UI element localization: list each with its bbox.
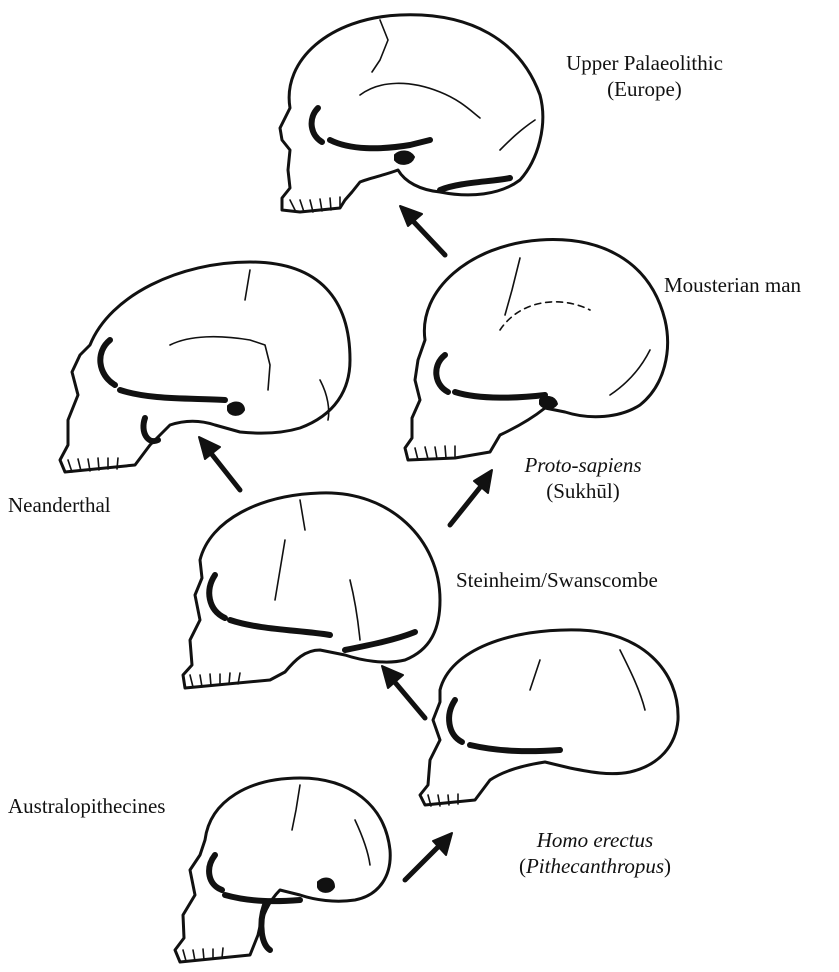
mousterian-label: Mousterian man (664, 272, 801, 298)
upper-palaeolithic-label: Upper Palaeolithic (Europe) (552, 50, 737, 102)
homo-erectus-label: Homo erectus (Pithecanthropus) (515, 827, 675, 879)
upper-palaeolithic-skull (280, 15, 543, 212)
mousterian-skull (405, 240, 668, 460)
proto-sapiens-label: Proto-sapiens (Sukhūl) (508, 452, 658, 504)
arrow-to-homo-erectus (405, 833, 452, 880)
proto-sapiens-line2: (Sukhūl) (508, 478, 658, 504)
neanderthal-label: Neanderthal (8, 492, 111, 518)
homo-erectus-paren-open: ( (519, 854, 526, 878)
steinheim-label: Steinheim/Swanscombe (456, 567, 658, 593)
australopithecines-label: Australopithecines (8, 793, 165, 819)
steinheim-skull (183, 493, 440, 688)
homo-erectus-pithecanthropus: Pithecanthropus (526, 854, 664, 878)
homo-erectus-paren-close: ) (664, 854, 671, 878)
homo-erectus-skull (420, 630, 678, 806)
upper-palaeolithic-line2: (Europe) (552, 76, 737, 102)
homo-erectus-line2: (Pithecanthropus) (515, 853, 675, 879)
proto-sapiens-line1: Proto-sapiens (508, 452, 658, 478)
arrow-to-mousterian (450, 470, 492, 525)
arrow-to-neanderthal (199, 437, 240, 490)
upper-palaeolithic-line1: Upper Palaeolithic (552, 50, 737, 76)
australopithecine-skull (175, 778, 390, 962)
arrow-to-upper-palaeolithic (400, 206, 445, 255)
arrow-to-steinheim (382, 666, 425, 718)
homo-erectus-line1: Homo erectus (515, 827, 675, 853)
